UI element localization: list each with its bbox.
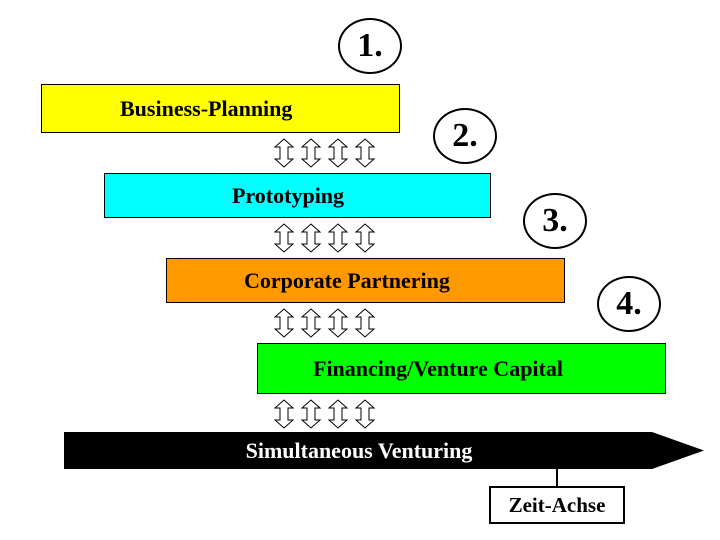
stage-label: Corporate Partnering [244,267,450,293]
double-arrow-vertical-icon [274,399,295,429]
stage-prototyping: Prototyping [104,173,491,218]
step-number-4: 4. [597,276,661,332]
stage-corporate-partnering: Corporate Partnering [166,258,565,303]
double-arrow-vertical-icon [327,399,349,429]
step-number-3: 3. [523,193,587,249]
timeline-label: Simultaneous Venturing [245,437,473,463]
connector-arrows-3 [274,308,376,338]
connector-arrows-4 [274,399,376,429]
step-number-1: 1. [338,18,402,74]
stage-label: Financing/Venture Capital [313,355,563,381]
double-arrow-vertical-icon [354,399,376,429]
stage-business-planning: Business-Planning [41,84,400,133]
double-arrow-vertical-icon [274,223,295,253]
timeline-arrow [64,432,704,469]
double-arrow-vertical-icon [274,308,295,338]
connector-arrows-2 [274,223,376,253]
double-arrow-vertical-icon [300,308,322,338]
double-arrow-vertical-icon [300,399,322,429]
double-arrow-vertical-icon [327,308,349,338]
stage-label: Business-Planning [120,95,293,121]
step-number-2: 2. [433,108,497,164]
arrow-right-icon [64,432,704,469]
connector-arrows-1 [274,138,376,168]
double-arrow-vertical-icon [354,223,376,253]
double-arrow-vertical-icon [327,138,349,168]
double-arrow-vertical-icon [327,223,349,253]
double-arrow-vertical-icon [274,138,295,168]
time-axis-label: Zeit-Achse [489,486,625,524]
axis-connector [556,469,558,486]
stage-label: Prototyping [232,182,345,208]
double-arrow-vertical-icon [354,308,376,338]
double-arrow-vertical-icon [354,138,376,168]
stage-financing-venture-capital: Financing/Venture Capital [257,343,666,394]
double-arrow-vertical-icon [300,138,322,168]
double-arrow-vertical-icon [300,223,322,253]
